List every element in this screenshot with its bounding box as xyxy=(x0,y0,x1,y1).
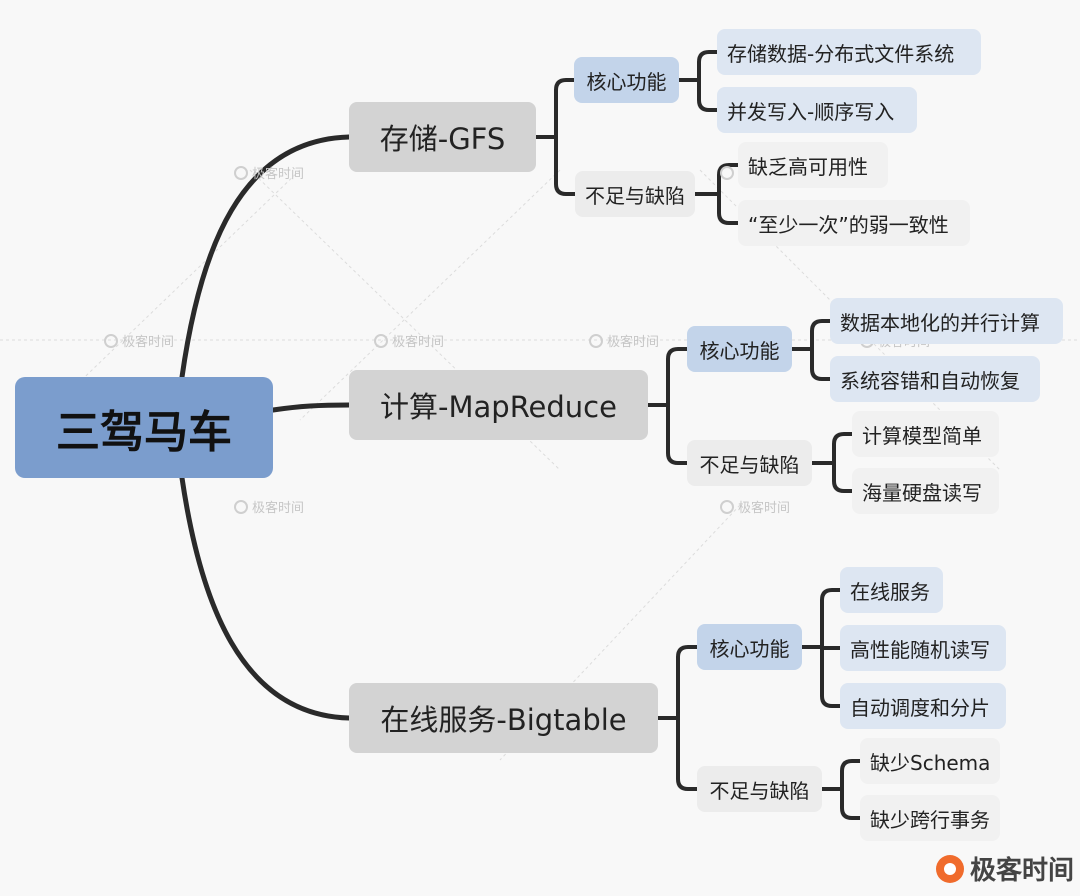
connector-line xyxy=(179,475,352,721)
core-function-node: 核心功能 xyxy=(687,326,792,372)
geek-logo-icon xyxy=(374,333,388,348)
connector-line xyxy=(270,402,352,413)
watermark: 极客时间 xyxy=(374,331,444,350)
leaf-node: 缺少Schema xyxy=(860,738,1000,784)
root-node: 三驾马车 xyxy=(15,377,273,478)
geek-logo-icon xyxy=(720,499,734,514)
weakness-node: 不足与缺陷 xyxy=(575,171,695,217)
weakness-node: 不足与缺陷 xyxy=(687,440,812,486)
watermark: 极客时间 xyxy=(234,163,304,182)
branch-node-compute: 计算-MapReduce xyxy=(349,370,648,440)
connector-line xyxy=(840,759,862,820)
geek-logo-icon xyxy=(589,333,603,348)
connector-line xyxy=(676,645,699,791)
geek-logo-icon xyxy=(234,499,248,514)
leaf-node: 系统容错和自动恢复 xyxy=(830,356,1040,402)
geek-time-logo-icon xyxy=(936,854,964,883)
connector-line xyxy=(832,432,854,493)
watermark-line xyxy=(499,504,741,761)
watermark-line xyxy=(299,169,561,421)
leaf-node: 并发写入-顺序写入 xyxy=(717,87,917,133)
leaf-node: 在线服务 xyxy=(840,567,943,613)
leaf-node: 缺乏高可用性 xyxy=(738,142,888,188)
watermark: 极客时间 xyxy=(234,497,304,516)
geek-logo-icon xyxy=(234,165,248,180)
connector-line xyxy=(810,319,832,381)
geek-logo-icon xyxy=(104,333,118,348)
leaf-node: 存储数据-分布式文件系统 xyxy=(717,29,981,75)
brand-logo: 极客时间 xyxy=(936,850,1074,887)
connector-line xyxy=(666,347,689,465)
leaf-node: 海量硬盘读写 xyxy=(852,468,999,514)
connector-line xyxy=(554,78,577,196)
branch-node-online-service: 在线服务-Bigtable xyxy=(349,683,658,753)
watermark: 极客时间 xyxy=(589,331,659,350)
branch-node-storage: 存储-GFS xyxy=(349,102,536,172)
core-function-node: 核心功能 xyxy=(574,57,679,103)
leaf-node: 计算模型简单 xyxy=(852,411,999,457)
leaf-node: 自动调度和分片 xyxy=(840,683,1006,729)
watermark: 极客时间 xyxy=(104,331,174,350)
leaf-node: 缺少跨行事务 xyxy=(860,795,1000,841)
connector-line xyxy=(179,134,352,380)
leaf-node: 高性能随机读写 xyxy=(840,625,1006,671)
geek-logo-icon xyxy=(720,165,734,180)
weakness-node: 不足与缺陷 xyxy=(697,766,822,812)
watermark: 极客时间 xyxy=(720,497,790,516)
connector-line xyxy=(697,50,719,112)
leaf-node: “至少一次”的弱一致性 xyxy=(738,200,970,246)
core-function-node: 核心功能 xyxy=(697,624,802,670)
leaf-node: 数据本地化的并行计算 xyxy=(830,298,1063,344)
